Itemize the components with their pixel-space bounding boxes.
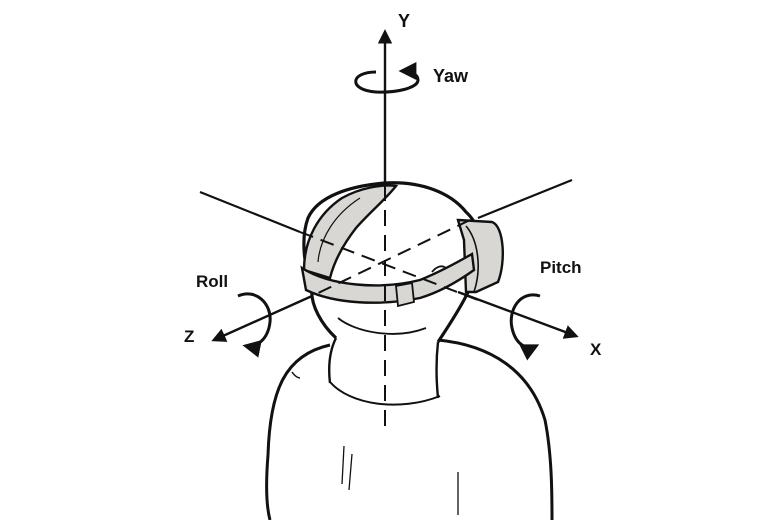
neck-outline bbox=[328, 337, 440, 399]
top-strap bbox=[302, 184, 399, 280]
shirt-fold-1 bbox=[341, 445, 345, 485]
shoulders-outline bbox=[265, 338, 554, 520]
yaw-rotation-arrow bbox=[354, 62, 420, 94]
shirt-fold-2 bbox=[348, 453, 353, 491]
z-axis-label: Z bbox=[184, 327, 194, 346]
pitch-label: Pitch bbox=[540, 258, 582, 277]
internal-z-axis-dashed bbox=[311, 219, 471, 297]
chin-line bbox=[337, 317, 427, 335]
z-axis-line bbox=[211, 294, 313, 342]
yaw-label: Yaw bbox=[433, 66, 469, 86]
headset-visor-edge bbox=[465, 225, 479, 293]
collar-line bbox=[329, 381, 441, 406]
side-strap bbox=[300, 252, 476, 304]
pitch-rotation-arrow bbox=[509, 293, 541, 361]
y-axis-label: Y bbox=[398, 11, 410, 31]
strap-buckle bbox=[395, 281, 415, 308]
roll-rotation-arrow bbox=[237, 292, 272, 358]
shirt-fold-left bbox=[291, 371, 301, 379]
roll-label: Roll bbox=[196, 272, 228, 291]
x-axis-line bbox=[457, 290, 579, 339]
headset-visor bbox=[456, 218, 504, 294]
top-strap-highlight bbox=[317, 197, 361, 263]
x-axis-label: X bbox=[590, 340, 602, 359]
back-right-axis-line bbox=[477, 178, 573, 220]
back-left-axis-line bbox=[199, 190, 301, 234]
internal-x-axis-dashed bbox=[299, 231, 479, 301]
